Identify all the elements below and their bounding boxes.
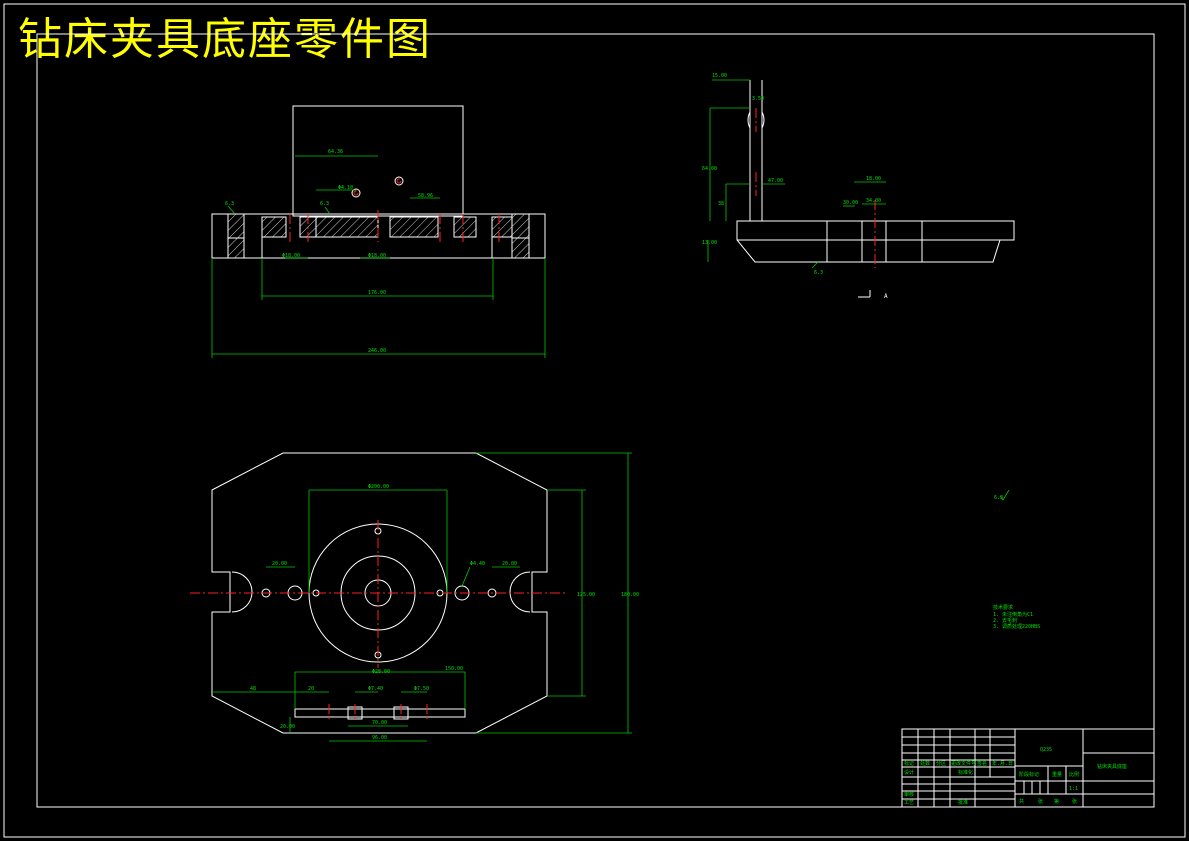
part-name: 钻床夹具底座 [1097, 763, 1127, 770]
dim-64-side: 64.00 [702, 166, 717, 172]
svg-text:标准化: 标准化 [958, 769, 973, 776]
dim-30: 30.00 [843, 200, 858, 206]
top-view: Φ200.00 20.00 Φ4.40 20.00 125.00 180.00 … [190, 452, 639, 742]
dim-phi18-b: Φ18.00 [368, 253, 386, 259]
svg-text:6.3: 6.3 [994, 495, 1003, 501]
dim-20-d: 20.00 [280, 724, 295, 730]
dim-3_5: 3.50 [752, 96, 764, 102]
svg-text:处数: 处数 [920, 760, 930, 767]
dim-246: 246.00 [368, 348, 386, 354]
rough-a: 6.3 [225, 201, 234, 207]
svg-text:共: 共 [1019, 798, 1024, 805]
svg-text:重量: 重量 [1052, 771, 1062, 778]
title-block-grid-left [902, 729, 1015, 807]
front-view: 64.36 Φ4.10 58.96 Φ18.00 Φ18.00 176.00 2… [211, 105, 546, 358]
svg-text:签名: 签名 [977, 760, 987, 767]
svg-text:1:1: 1:1 [1069, 786, 1078, 792]
dim-150: 150.00 [445, 666, 463, 672]
dim-58: 58.96 [418, 193, 433, 199]
svg-text:张: 张 [1072, 798, 1077, 805]
material: Q235 [1040, 747, 1052, 753]
svg-text:1. 未注倒角为C1: 1. 未注倒角为C1 [993, 611, 1033, 618]
inner-border [36, 33, 1155, 808]
dim-phi4: Φ4.10 [338, 185, 353, 191]
dim-34: 34.00 [866, 198, 881, 204]
dim-20-c: 20 [308, 686, 314, 692]
dim-phi18-a: Φ18.00 [282, 253, 300, 259]
side-view: 15.00 3.50 64.00 47.00 38 18.00 34.00 30… [702, 73, 1015, 300]
dim-13: 13.00 [702, 240, 717, 246]
svg-text:阶段标记: 阶段标记 [1019, 771, 1039, 778]
svg-text:第: 第 [1054, 798, 1059, 805]
dim-125: 125.00 [577, 592, 595, 598]
dim-phi7_4: Φ7.40 [368, 686, 383, 692]
drawing-title: 钻床夹具底座零件图 [18, 14, 432, 65]
dim-47: 47.00 [768, 178, 783, 184]
dim-phi4_4: Φ4.40 [470, 561, 485, 567]
dim-176: 176.00 [368, 290, 386, 296]
dim-180: 180.00 [621, 592, 639, 598]
dim-64: 64.36 [328, 149, 343, 155]
svg-text:审核: 审核 [904, 791, 914, 798]
svg-text:张: 张 [1038, 798, 1043, 805]
dim-70: 70.00 [372, 720, 387, 726]
dim-18: 18.00 [866, 176, 881, 182]
svg-text:更改文件号: 更改文件号 [951, 760, 976, 767]
technical-notes: 技术要求 1. 未注倒角为C1 2. 去毛刺 3. 调质处理220HBS [993, 604, 1040, 630]
roughness-note: 6.3 [994, 489, 1010, 501]
dim-20-b: 20.00 [502, 561, 517, 567]
svg-text:比例: 比例 [1069, 771, 1079, 778]
dim-15: 15.00 [712, 73, 727, 79]
dim-38: 38 [718, 201, 724, 207]
outer-border [3, 3, 1186, 838]
dim-20-a: 20.00 [272, 561, 287, 567]
title-block: 标记 处数 分区 更改文件号 签名 年.月.日 设计 标准化 审核 工艺 批准 … [901, 728, 1155, 808]
dim-96: 96.00 [372, 735, 387, 741]
svg-text:2. 去毛刺: 2. 去毛刺 [993, 617, 1017, 624]
rough-side: 6.3 [814, 270, 823, 276]
rough-b: 6.3 [320, 201, 329, 207]
dim-48: 48 [250, 686, 256, 692]
section-mark: A [884, 293, 888, 300]
svg-text:技术要求: 技术要求 [993, 604, 1013, 611]
dim-phi7_5: Φ7.50 [414, 686, 429, 692]
svg-text:3. 调质处理220HBS: 3. 调质处理220HBS [993, 623, 1040, 630]
svg-text:年.月.日: 年.月.日 [992, 760, 1013, 767]
svg-text:工艺: 工艺 [904, 800, 914, 806]
dim-phi200: Φ200.00 [368, 484, 389, 490]
svg-text:标记: 标记 [904, 760, 914, 767]
svg-text:设计: 设计 [904, 769, 914, 776]
svg-text:分区: 分区 [936, 760, 946, 767]
svg-text:批准: 批准 [958, 799, 968, 806]
